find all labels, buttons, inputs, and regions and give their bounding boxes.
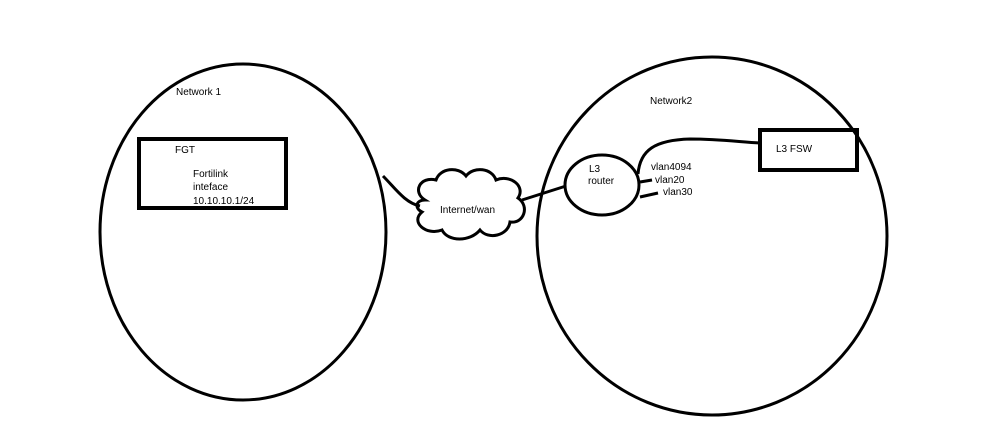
- fsw-box: [758, 128, 859, 172]
- network1-label: Network 1: [176, 87, 221, 98]
- router-line: router: [588, 176, 615, 187]
- vlan30-stub: [639, 191, 659, 199]
- vlan-label: vlan30: [663, 187, 693, 198]
- fgt-label: FGT: [175, 145, 195, 156]
- router-line: L3: [589, 164, 601, 175]
- vlan-label: vlan20: [655, 175, 685, 186]
- vlan-label: vlan4094: [651, 162, 692, 173]
- network1-circle: [98, 62, 388, 402]
- network2-label: Network2: [650, 96, 693, 107]
- fgt-line: inteface: [193, 182, 228, 193]
- link-fgt-cloud: [381, 174, 421, 208]
- network2-circle: [535, 55, 889, 417]
- fsw-label: L3 FSW: [776, 144, 813, 155]
- link-router-fsw: [636, 137, 761, 175]
- cloud-shape: [415, 168, 526, 241]
- fgt-line: Fortilink: [193, 169, 229, 180]
- vlan20-stub: [639, 178, 653, 184]
- fgt-box: [137, 137, 288, 210]
- link-cloud-router: [521, 184, 567, 202]
- fgt-line: 10.10.10.1/24: [193, 196, 255, 207]
- cloud-label: Internet/wan: [440, 205, 495, 216]
